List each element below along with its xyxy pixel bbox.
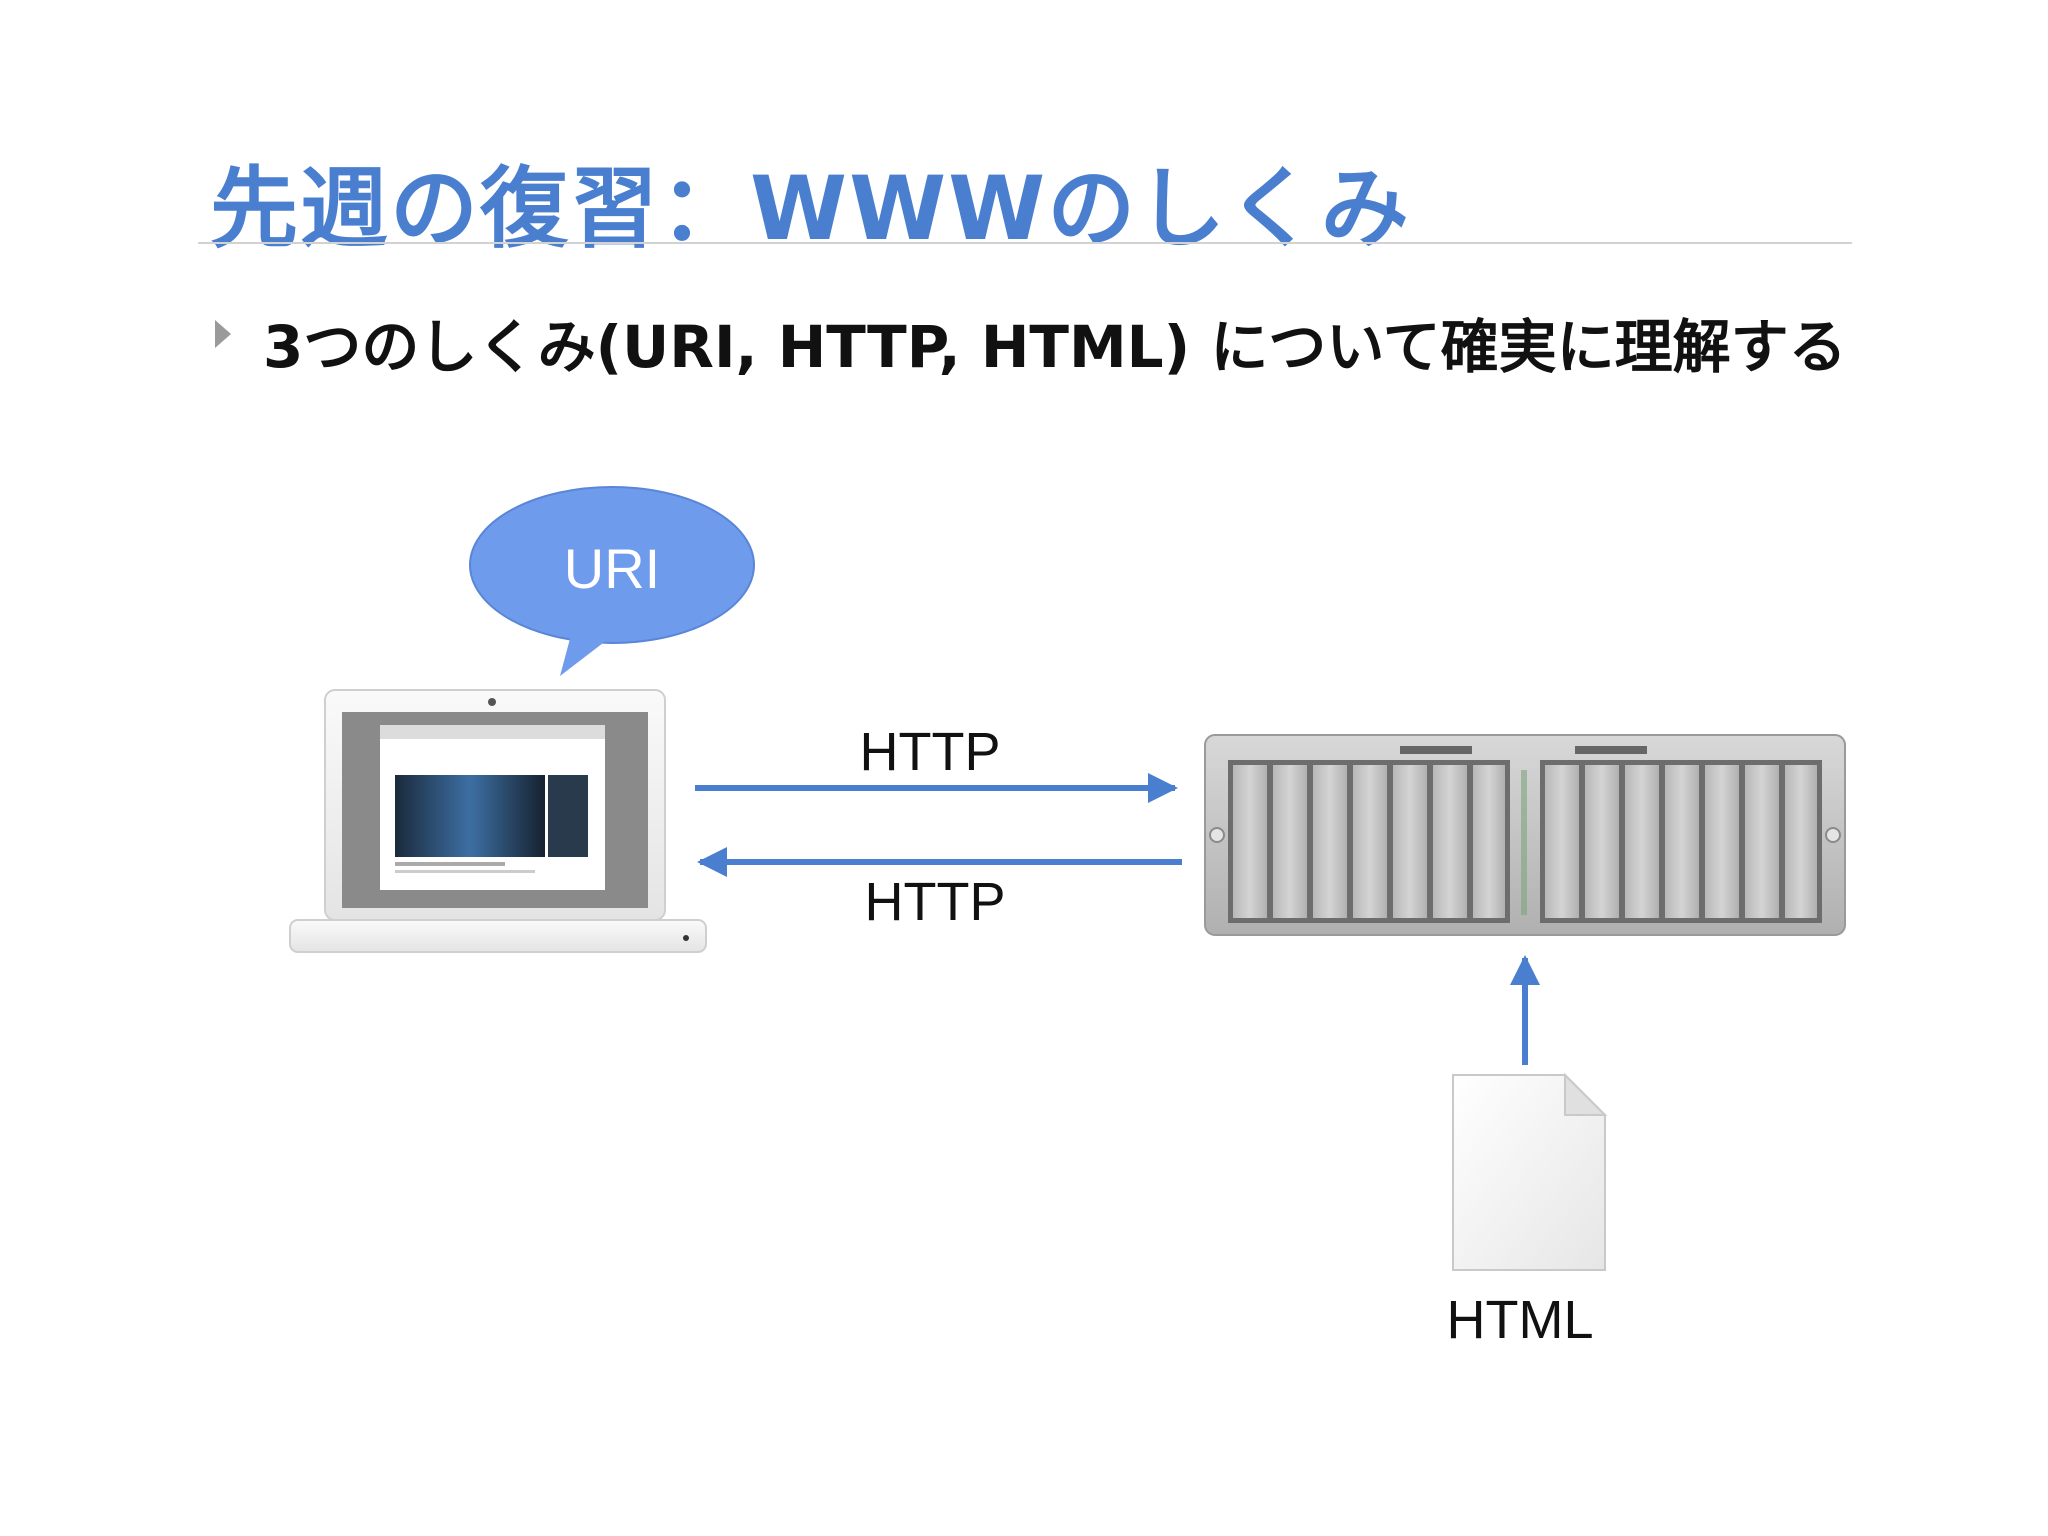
http-request-label: HTTP	[860, 722, 1001, 782]
bullet-triangle-icon	[215, 320, 231, 348]
uri-speech-bubble: URI	[469, 486, 755, 676]
server-drive-bays	[1233, 765, 1817, 918]
title-divider	[198, 242, 1852, 244]
html-label: HTML	[1447, 1290, 1594, 1350]
http-response-label: HTTP	[865, 872, 1006, 932]
server-icon	[1204, 734, 1846, 936]
uri-label: URI	[564, 537, 660, 600]
bullet-text: 3つのしくみ(URI, HTTP, HTML) について確実に理解する	[263, 313, 1847, 381]
laptop-icon	[289, 689, 707, 953]
html-document-icon	[1452, 1072, 1608, 1271]
